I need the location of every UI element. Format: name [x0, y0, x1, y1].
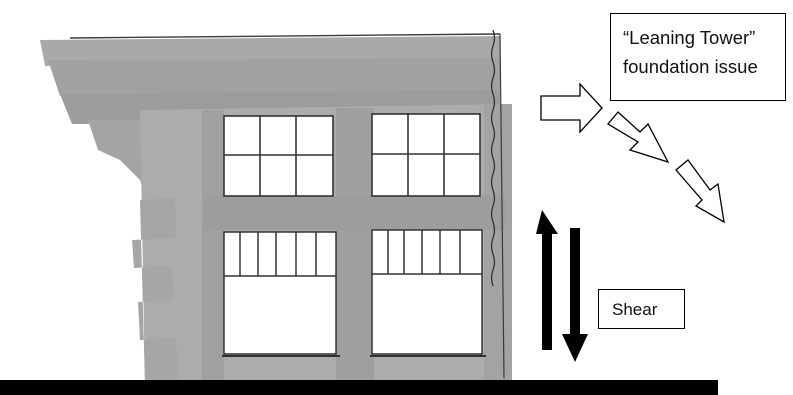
- shear-arrows: [536, 210, 588, 362]
- arrow-diagonal-outline-icon: [608, 112, 668, 162]
- upper-window-right: [372, 114, 480, 196]
- shear-text: Shear: [612, 300, 657, 319]
- leaning-tower-label: “Leaning Tower” foundation issue: [610, 13, 786, 101]
- lower-window-right: [370, 230, 486, 356]
- arrow-right-outline-icon: [541, 84, 602, 132]
- arrow-up-solid-icon: [536, 210, 558, 350]
- spandrel: [205, 196, 505, 230]
- arrow-diagonal-outline-icon: [676, 160, 724, 222]
- upper-window-left: [224, 116, 333, 196]
- shear-label: Shear: [598, 289, 685, 329]
- pier-right: [484, 104, 512, 382]
- leaning-tower-text: “Leaning Tower” foundation issue: [623, 27, 758, 77]
- pier-center: [336, 108, 374, 384]
- ground-line: [0, 380, 718, 395]
- arrow-down-solid-icon: [562, 228, 588, 362]
- lower-window-left: [222, 232, 340, 356]
- cornice-band: [48, 58, 500, 96]
- facade-left-stepped: [132, 198, 178, 384]
- pier-left: [202, 110, 224, 384]
